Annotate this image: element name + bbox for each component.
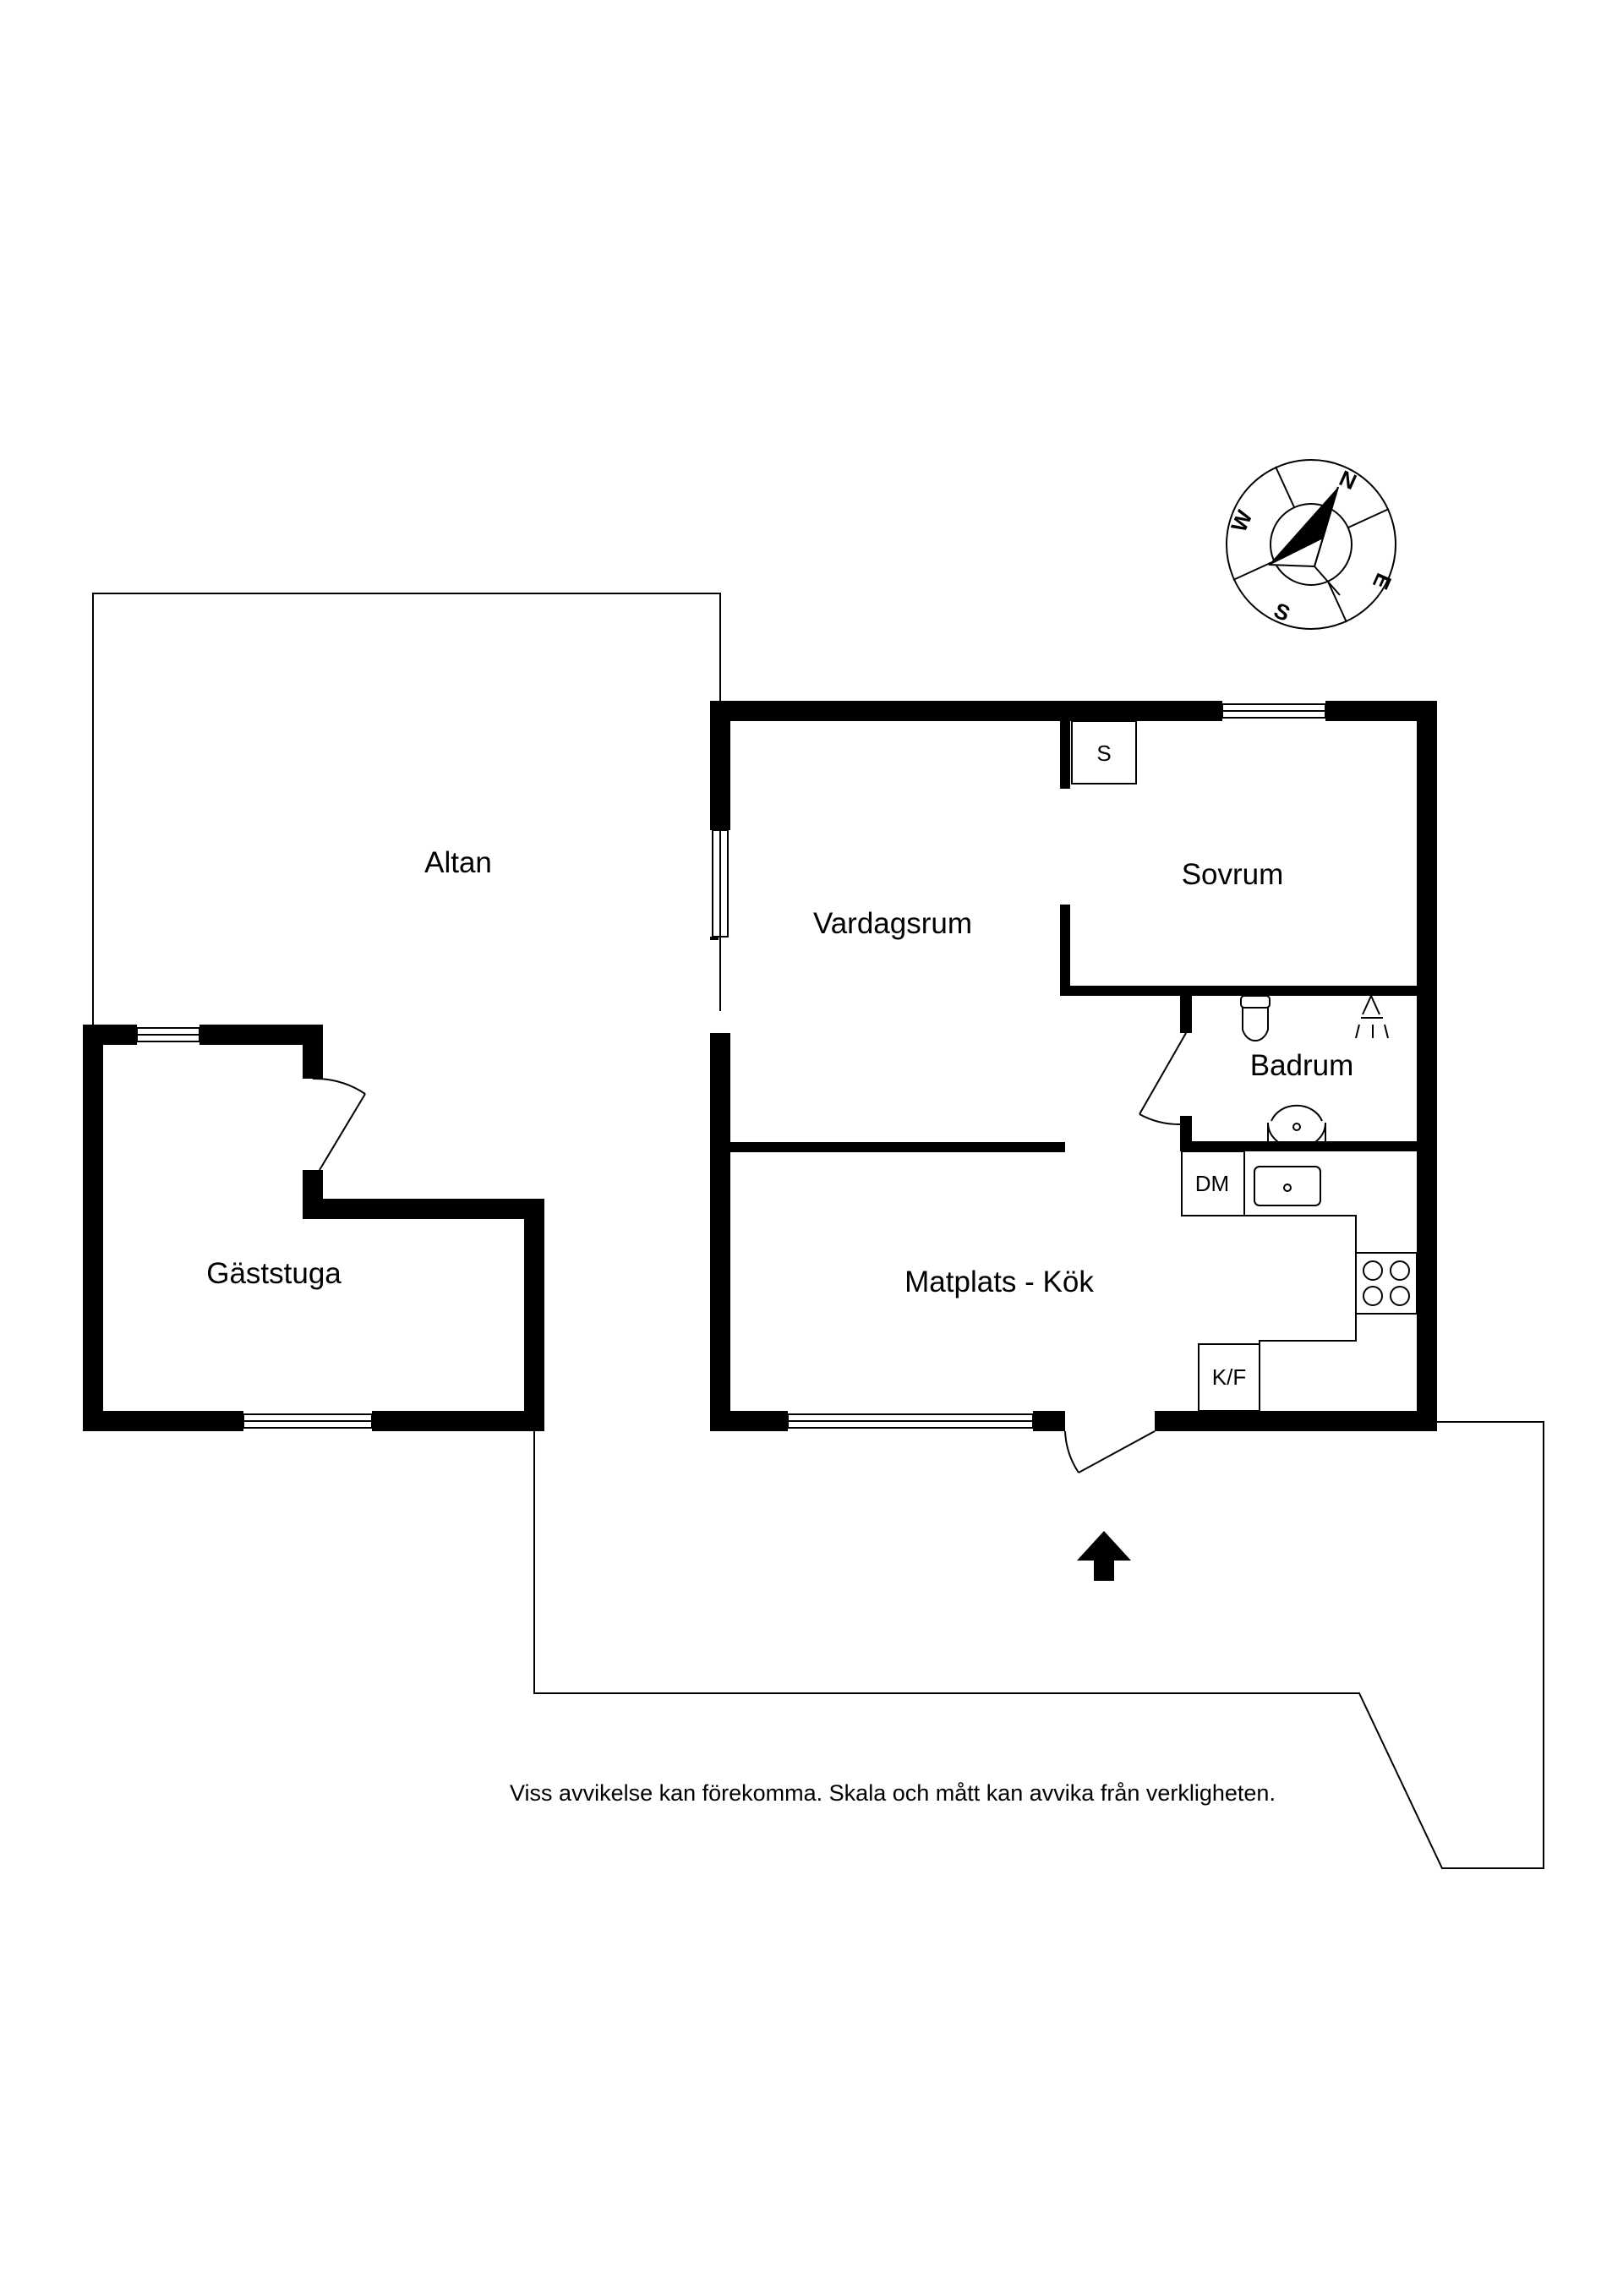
fridge-freezer-label: K/F bbox=[1212, 1364, 1246, 1390]
room-label-altan: Altan bbox=[424, 846, 492, 879]
dishwasher-dm bbox=[1181, 1151, 1245, 1216]
room-label-sovrum: Sovrum bbox=[1182, 858, 1284, 891]
closet-label: S bbox=[1096, 741, 1111, 766]
entry-door-swing bbox=[1064, 1430, 1079, 1473]
kitchen-counter bbox=[1244, 1215, 1357, 1411]
dishwasher-label: DM bbox=[1195, 1171, 1229, 1196]
guest-cottage-windows bbox=[136, 1027, 373, 1429]
fixtures bbox=[1071, 720, 1418, 1412]
compass-icon: N E S W bbox=[1226, 459, 1396, 630]
toilet-icon bbox=[1240, 995, 1271, 1042]
shower-icon bbox=[1355, 995, 1389, 1039]
room-label-vardagsrum: Vardagsrum bbox=[813, 907, 972, 940]
guest-cottage-walls bbox=[83, 1025, 544, 1431]
stove-icon bbox=[1355, 1252, 1418, 1315]
room-label-gaststuga: Gäststuga bbox=[206, 1257, 342, 1290]
guest-cottage-door bbox=[312, 1077, 366, 1171]
doors bbox=[719, 937, 1187, 1473]
front-deck-outline bbox=[533, 1421, 1544, 1869]
closet-s bbox=[1071, 720, 1137, 784]
main-house-walls bbox=[710, 701, 1437, 1431]
fridge-freezer-kf bbox=[1198, 1343, 1260, 1412]
room-label-badrum: Badrum bbox=[1250, 1049, 1354, 1082]
disclaimer-text: Viss avvikelse kan förekomma. Skala och … bbox=[510, 1780, 1276, 1806]
room-label-matplats-kok: Matplats - Kök bbox=[904, 1266, 1094, 1298]
entry-arrow-icon bbox=[1077, 1531, 1131, 1581]
bath-door-swing bbox=[1139, 1113, 1181, 1126]
kitchen-sink-icon bbox=[1254, 1166, 1321, 1206]
bath-sink-icon bbox=[1267, 1104, 1326, 1149]
bath-door-leaf bbox=[1139, 1032, 1187, 1115]
entry-door-leaf bbox=[1078, 1430, 1156, 1473]
altan-deck-outline bbox=[92, 593, 721, 1025]
main-house-windows bbox=[712, 703, 1326, 1429]
